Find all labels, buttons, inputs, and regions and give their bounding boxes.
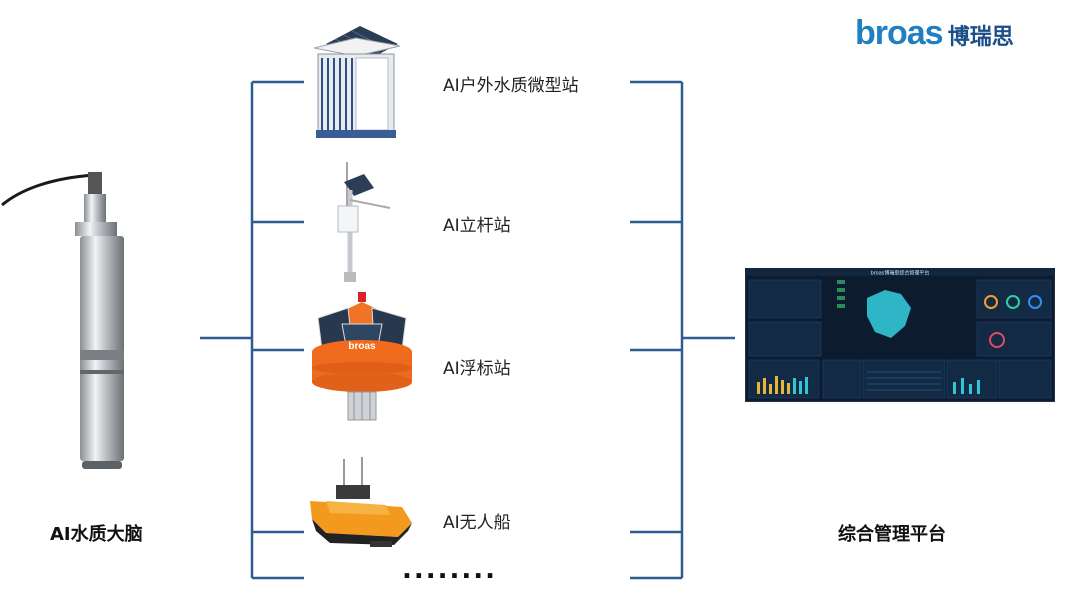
management-dashboard-screen: broas博瑞思综合管理平台 xyxy=(745,268,1055,402)
buoy-station-icon: broas xyxy=(312,292,412,421)
station-label-outdoor: AI户外水质微型站 xyxy=(443,76,579,96)
water-quality-probe-icon xyxy=(1,172,124,469)
outdoor-station-icon xyxy=(313,26,401,138)
unmanned-boat-icon xyxy=(310,457,412,547)
brain-label: AI水质大脑 xyxy=(50,524,143,545)
station-label-boat: AI无人船 xyxy=(443,513,511,533)
station-label-pole: AI立杆站 xyxy=(443,216,511,236)
logo-brand-text: broas xyxy=(855,14,944,52)
more-stations-ellipsis: ........ xyxy=(402,555,498,585)
dashboard-title: broas博瑞思综合管理平台 xyxy=(871,270,930,277)
station-label-buoy: AI浮标站 xyxy=(443,359,511,379)
buoy-brand-text: broas xyxy=(348,341,376,352)
logo-chinese-text: 博瑞思 xyxy=(947,25,1014,50)
brand-logo: broas 博瑞思 xyxy=(855,14,1014,53)
platform-label: 综合管理平台 xyxy=(838,524,946,545)
pole-station-icon xyxy=(337,162,391,282)
